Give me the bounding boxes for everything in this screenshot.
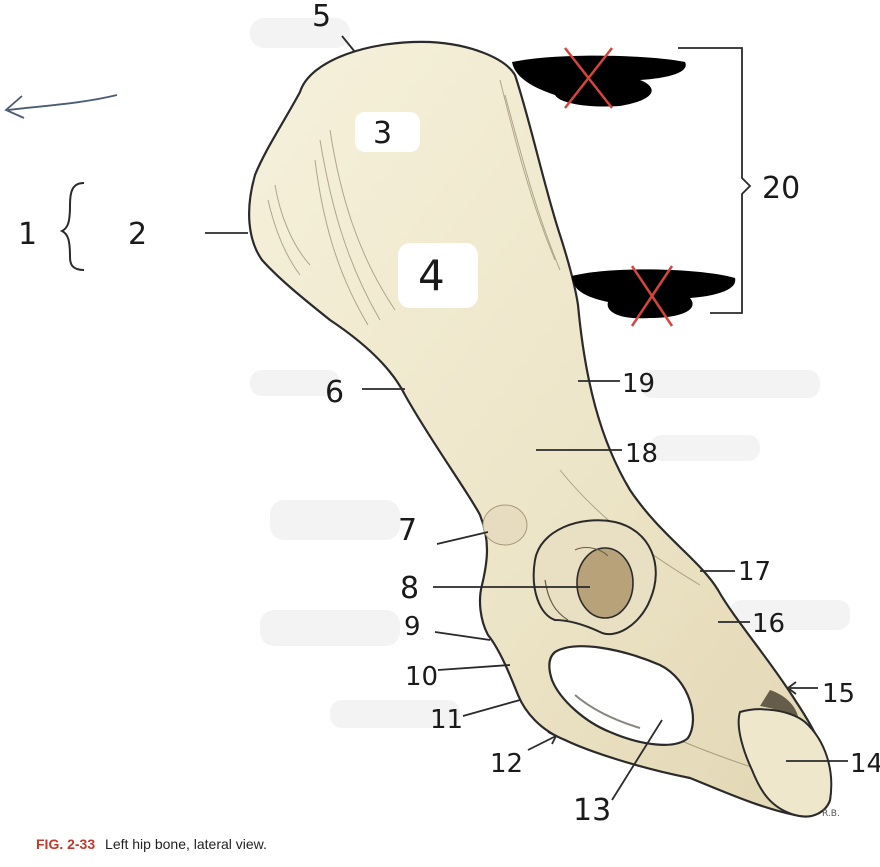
redacted-label-bottom	[572, 265, 736, 327]
label-9: 9	[404, 612, 421, 642]
label-box-3	[355, 112, 420, 152]
label-19: 19	[622, 369, 655, 399]
label-5: 5	[312, 0, 331, 34]
label-1: 1	[18, 217, 37, 252]
label-4: 4	[418, 251, 445, 300]
acetabulum	[532, 519, 657, 636]
label-13: 13	[573, 793, 611, 828]
figure-title: Left hip bone, lateral view.	[105, 836, 267, 852]
label-11: 11	[430, 705, 463, 735]
leader-lines	[205, 35, 848, 801]
label-20: 20	[762, 171, 800, 206]
label-box-4	[398, 243, 478, 308]
redacted-label-top	[512, 47, 686, 109]
erased-smudges	[250, 18, 850, 728]
label-15: 15	[822, 679, 855, 709]
label-8: 8	[400, 571, 419, 606]
label-12: 12	[490, 749, 523, 779]
bracket-20	[678, 47, 752, 314]
label-2: 2	[128, 217, 147, 252]
label-7: 7	[398, 513, 417, 548]
ischial-tuberosity	[737, 708, 833, 818]
brace-1	[59, 182, 85, 271]
artist-signature: R.B.	[822, 809, 840, 819]
iliopubic-eminence	[482, 504, 528, 546]
label-17: 17	[738, 557, 771, 587]
label-6: 6	[325, 375, 344, 410]
lesser-sciatic-notch-shadow	[760, 690, 798, 716]
direction-arrow	[4, 94, 118, 119]
label-16: 16	[752, 609, 785, 639]
hip-bone-outline	[248, 40, 832, 818]
label-10: 10	[405, 662, 438, 692]
label-14: 14	[850, 749, 880, 779]
obturator-foramen	[548, 645, 695, 746]
label-18: 18	[625, 439, 658, 469]
label-3: 3	[373, 116, 392, 151]
figure-caption: FIG. 2-33 Left hip bone, lateral view.	[36, 836, 267, 852]
figure-number: FIG. 2-33	[36, 836, 96, 852]
labels: 1 2 3 4 5 6 7 8 9 10 11 12 13 14 15 16 1…	[18, 0, 880, 828]
